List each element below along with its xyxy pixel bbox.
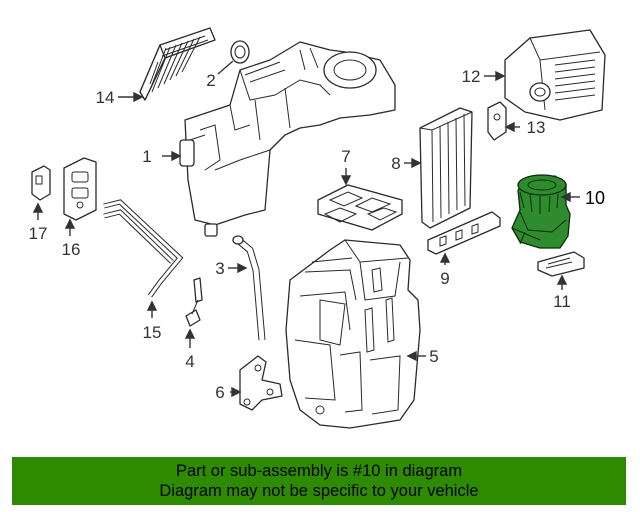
part-11-resistor [537,251,585,277]
callout-13: 13 [527,118,546,137]
banner-line-2: Diagram may not be specific to your vehi… [159,482,479,500]
part-1-hvac-housing [179,41,396,237]
part-17-switch [31,165,51,201]
part-9-bracket [427,211,501,255]
info-banner: Part or sub-assembly is #10 in diagram D… [12,457,626,505]
banner-line-1: Part or sub-assembly is #10 in diagram [175,462,463,480]
callout-8: 8 [391,154,400,173]
callout-10: 10 [585,188,605,208]
part-15-heater-tube [103,199,184,298]
callout-7: 7 [341,147,350,166]
part-7-seal [317,184,403,231]
callout-12: 12 [462,67,481,86]
callout-1: 1 [142,147,151,166]
parts-diagram: 1 2 3 4 5 6 7 8 9 10 11 12 13 14 15 16 1… [29,27,606,429]
callout-14: 14 [96,88,115,107]
part-5-lower-housing [285,239,421,429]
part-8-cabin-filter [419,107,473,229]
callout-9: 9 [440,269,449,288]
part-13-sensor [487,101,507,141]
part-16-actuator [63,157,97,221]
callout-5: 5 [429,347,438,366]
callout-2: 2 [206,71,215,90]
part-3-drain-hose [232,235,266,341]
part-10-blower-motor [511,174,571,249]
callout-4: 4 [185,352,194,371]
part-12-filter-housing [504,29,606,121]
callout-16: 16 [62,240,81,259]
part-4-sensor [185,277,203,327]
part-2-grommet [230,40,250,64]
callout-6: 6 [215,383,224,402]
callout-17: 17 [29,224,48,243]
part-14-evaporator [139,27,216,101]
callout-15: 15 [143,323,162,342]
callout-3: 3 [215,259,224,278]
part-6-mount-bracket [239,355,283,411]
callout-11: 11 [553,292,571,311]
